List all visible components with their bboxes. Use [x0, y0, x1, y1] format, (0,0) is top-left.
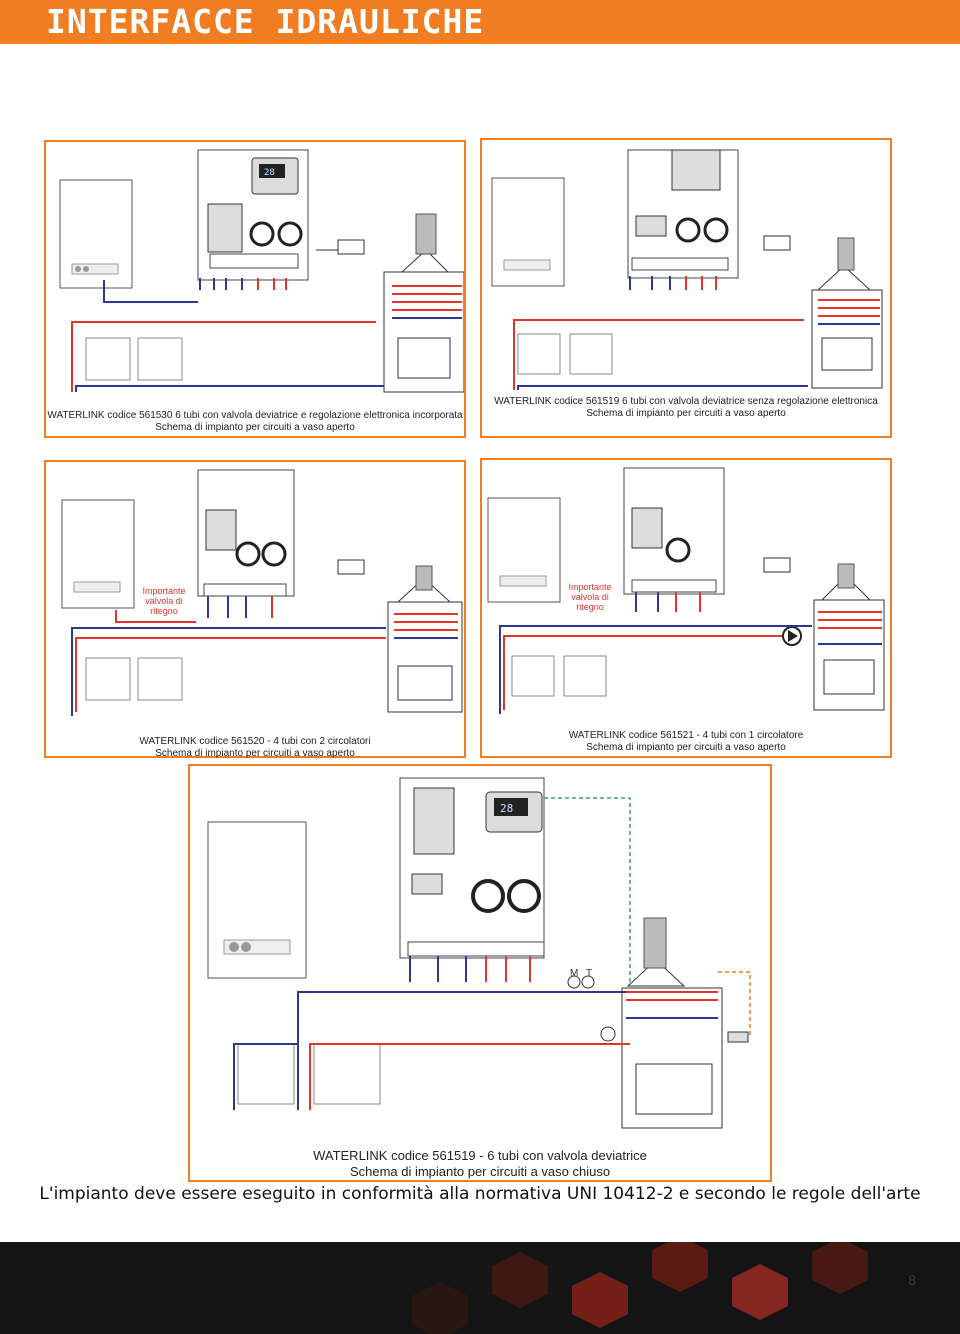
gauge-m-label: M — [570, 968, 578, 979]
panel-caption-line2: Schema di impianto per circuiti a vaso a… — [155, 748, 355, 759]
scheme-diagram — [487, 467, 885, 714]
panel-scheme-561530: 28 WATERLINK codice 561530 6 tubi con va… — [44, 140, 466, 438]
display-reading: 28 — [500, 802, 513, 815]
display-reading: 28 — [264, 168, 275, 178]
scheme-diagram: 28 — [59, 149, 464, 393]
page-number: 8 — [908, 1272, 916, 1288]
panel-caption-line1: WATERLINK codice 561520 - 4 tubi con 2 c… — [139, 736, 371, 747]
panel-caption-line2: Schema di impianto per circuiti a vaso c… — [349, 1164, 611, 1179]
compliance-note: L'impianto deve essere eseguito in confo… — [39, 1184, 921, 1204]
bottom-decorative-band: 8 — [0, 1242, 960, 1334]
panel-scheme-561519-closed: 28 M T WATERLINK codice 561519 - 6 tubi … — [188, 764, 772, 1182]
panel-caption-line1: WATERLINK codice 561519 - 6 tubi con val… — [313, 1148, 647, 1163]
panel-caption-line2: Schema di impianto per circuiti a vaso a… — [155, 422, 355, 433]
scheme-diagram — [491, 149, 883, 390]
header-bar: INTERFACCE IDRAULICHE — [0, 0, 960, 44]
panel-scheme-561519-open: WATERLINK codice 561519 6 tubi con valvo… — [480, 138, 892, 438]
gauge-t-label: T — [586, 968, 592, 979]
panel-caption-line2: Schema di impianto per circuiti a vaso a… — [586, 742, 786, 753]
panel-caption-line1: WATERLINK codice 561519 6 tubi con valvo… — [494, 396, 878, 407]
panel-caption-line1: WATERLINK codice 561521 - 4 tubi con 1 c… — [568, 730, 804, 741]
page-title: INTERFACCE IDRAULICHE — [46, 2, 485, 41]
hexagon-pattern — [412, 1242, 868, 1334]
panel-caption-line1: WATERLINK codice 561530 6 tubi con valvo… — [47, 410, 463, 421]
panel-caption-line2: Schema di impianto per circuiti a vaso a… — [586, 408, 786, 419]
panel-scheme-561520: Importante valvola di ritegno WATERLINK … — [44, 460, 466, 759]
scheme-diagram — [61, 469, 463, 716]
panel-scheme-561521: Importante valvola di ritegno WATERLINK … — [480, 458, 892, 758]
check-valve-note: Importante valvola di ritegno — [568, 582, 612, 612]
check-valve-note: Importante valvola di ritegno — [142, 586, 186, 616]
scheme-diagram: 28 M T — [207, 777, 751, 1129]
